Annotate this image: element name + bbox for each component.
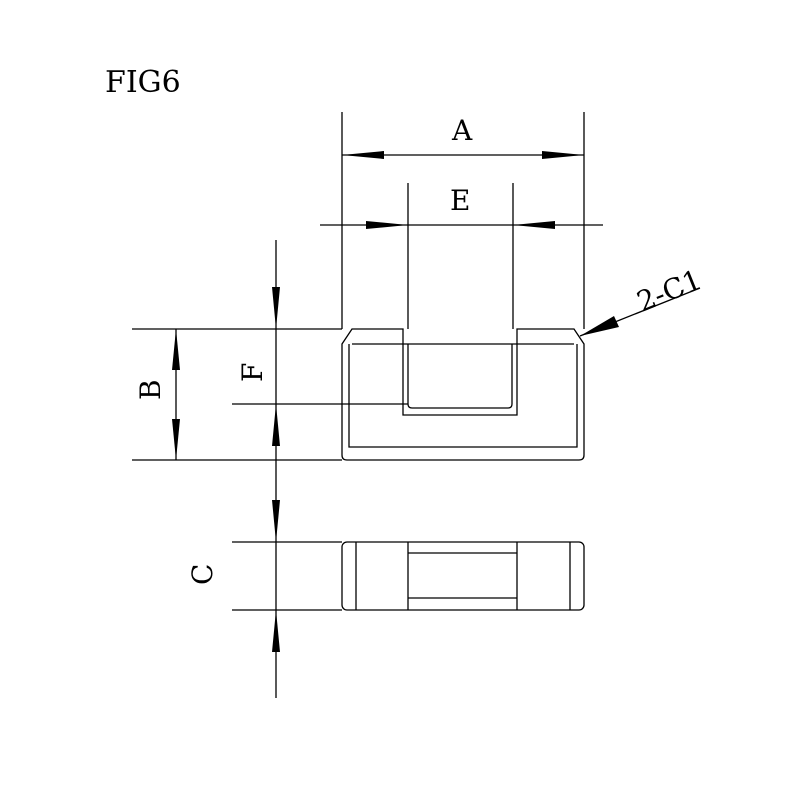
- dimension-f: F: [232, 240, 408, 698]
- dim-a-arrow-right: [542, 151, 584, 159]
- dimension-e: E: [320, 184, 603, 229]
- dim-f-arrow-bottom: [272, 404, 280, 446]
- dim-b-arrow-top: [172, 329, 180, 370]
- dimension-a: A: [341, 112, 585, 329]
- dim-e-label: E: [450, 184, 470, 217]
- dim-c-label: C: [186, 564, 219, 585]
- chamfer-arrow: [580, 316, 619, 336]
- dim-c-arrow-bottom: [272, 610, 280, 652]
- top-view: [341, 183, 585, 461]
- dim-f-arrow-top: [272, 287, 280, 329]
- core-inner-bottom: [348, 344, 578, 448]
- core-outer-outline: [341, 328, 585, 461]
- dim-a-arrow-left: [342, 151, 384, 159]
- chamfer-label: 2-C1: [632, 263, 706, 319]
- dimension-b: B: [132, 328, 342, 461]
- side-view-outline: [341, 541, 585, 611]
- side-view: [341, 541, 585, 611]
- dim-c-arrow-top: [272, 500, 280, 542]
- dim-e-arrow-left: [366, 221, 408, 229]
- dimension-c: C: [186, 500, 342, 652]
- figure-title: FIG6: [105, 65, 181, 100]
- dim-e-arrow-right: [513, 221, 555, 229]
- dim-f-label: F: [236, 363, 269, 382]
- dim-a-label: A: [451, 114, 473, 147]
- dim-b-arrow-bottom: [172, 419, 180, 460]
- chamfer-callout: 2-C1: [579, 263, 706, 337]
- dim-b-label: B: [134, 379, 167, 400]
- core-inner-body: [407, 344, 513, 409]
